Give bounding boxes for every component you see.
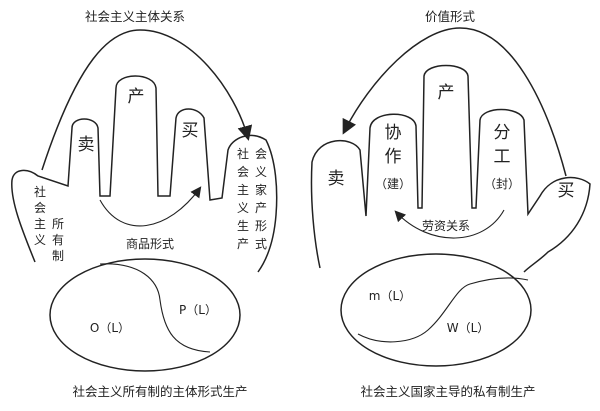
right-labor-arrow: [394, 209, 505, 239]
left-thumb-char-2: 会: [34, 201, 46, 215]
left-thumb-char-4: 义: [34, 233, 46, 247]
left-finger-buy: 买: [182, 121, 199, 141]
left-finger-sell: 卖: [78, 135, 95, 155]
left-oval-divider: [99, 263, 211, 353]
left-col1-char-2: 会: [237, 165, 249, 179]
left-oval: [49, 258, 241, 372]
left-col2-char-1: 会: [255, 147, 267, 161]
right-oval: [340, 253, 532, 367]
right-finger-coop-3: （建）: [375, 177, 411, 191]
left-thumb-sub-2: 有: [52, 233, 64, 247]
right-finger-div-3: （封）: [484, 177, 520, 191]
right-oval-right-label: W（L）: [447, 321, 490, 335]
right-thumb-buy: 买: [558, 181, 575, 201]
left-caption: 社会主义所有制的主体形式生产: [72, 384, 247, 399]
right-thumb-sell: 卖: [328, 169, 345, 189]
left-col2-char-5: 形: [255, 219, 267, 233]
left-col2-char-6: 式: [255, 237, 267, 251]
right-caption: 社会主义国家主导的私有制生产: [360, 384, 535, 399]
left-col1-char-4: 义: [237, 201, 249, 215]
right-finger-div-1: 分: [494, 123, 511, 143]
left-col1-char-3: 主: [237, 183, 249, 197]
right-finger-coop-2: 作: [385, 147, 402, 167]
left-thumb-char-3: 主: [34, 217, 46, 231]
right-finger-div-2: 工: [494, 147, 511, 167]
left-hand-outline: [11, 75, 278, 273]
right-hand-outline: [310, 64, 591, 273]
left-commodity-arrow: [99, 186, 202, 227]
right-top-arrow: [342, 27, 567, 177]
left-top-arrow: [41, 29, 253, 171]
left-col2-char-2: 义: [255, 165, 267, 179]
left-thumb-sub-1: 所: [52, 217, 64, 231]
right-finger-coop-1: 协: [385, 123, 402, 143]
left-col2-char-3: 家: [255, 182, 267, 197]
left-col1-char-1: 社: [237, 146, 249, 161]
left-col1-char-5: 生: [237, 219, 249, 233]
left-thumb-char-1: 社: [34, 184, 46, 199]
left-oval-left-label: O（L）: [90, 321, 130, 335]
left-oval-right-label: P（L）: [179, 303, 217, 317]
left-thumb-sub-3: 制: [52, 249, 64, 263]
left-top-label: 社会主义主体关系: [85, 9, 185, 24]
left-col2-char-4: 产: [255, 201, 267, 215]
right-oval-left-label: m（L）: [369, 289, 411, 303]
right-oval-divider: [357, 277, 529, 343]
right-top-label: 价值形式: [425, 9, 476, 24]
left-finger-produce: 产: [128, 87, 145, 107]
right-finger-produce: 产: [438, 83, 455, 103]
left-col1-char-6: 产: [237, 237, 249, 251]
left-arc-label: 商品形式: [126, 236, 174, 251]
right-arc-label: 劳资关系: [422, 219, 470, 233]
